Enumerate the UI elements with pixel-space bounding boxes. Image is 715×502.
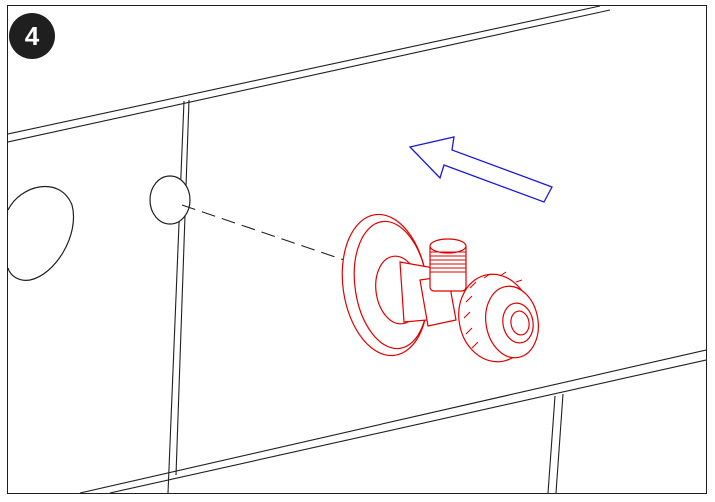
direction-arrow-icon (408, 136, 553, 203)
alignment-dashed-line (181, 204, 351, 263)
drill-hole (149, 175, 191, 225)
angle-valve-icon (341, 213, 539, 363)
step-number-badge: 4 (9, 13, 55, 59)
wall-hole-icon (8, 185, 74, 281)
wall-tiles (8, 6, 706, 493)
